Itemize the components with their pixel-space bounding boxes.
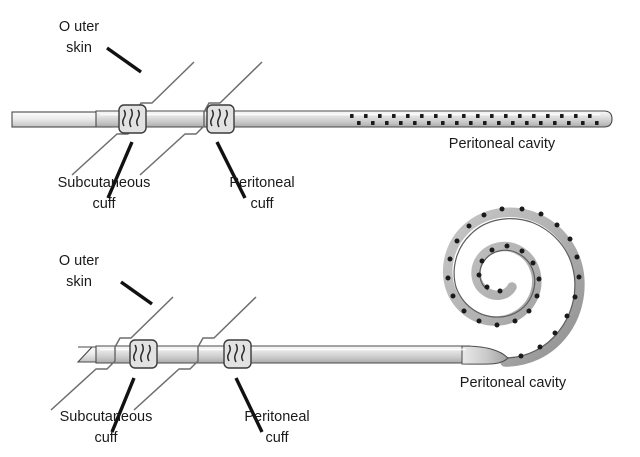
catheter-shaft bbox=[95, 110, 613, 128]
subcutaneous-cuff-top bbox=[118, 104, 147, 134]
straight-catheter-tube bbox=[11, 110, 613, 128]
peritoneal-cavity-label: Peritoneal cavity bbox=[449, 136, 556, 152]
subcutaneous-cuff-leader bbox=[106, 141, 134, 199]
outer-skin-label-line1: O uter bbox=[59, 19, 99, 35]
subcutaneous-cuff-label-line1: Subcutaneous bbox=[60, 409, 153, 425]
outer-skin-label-line1: O uter bbox=[59, 253, 99, 269]
peritoneum-plane-line bbox=[139, 61, 263, 176]
peritoneum-plane-line bbox=[133, 296, 257, 411]
peritoneal-cuff-leader bbox=[234, 377, 264, 433]
peritoneal-cuff-bottom bbox=[223, 339, 252, 369]
outer-skin-label-line2: skin bbox=[66, 40, 92, 56]
outer-skin-leader bbox=[120, 280, 153, 306]
peritoneal-cuff-label-line1: Peritoneal bbox=[229, 175, 294, 191]
outer-skin-label-line2: skin bbox=[66, 274, 92, 290]
catheter-bend bbox=[461, 345, 509, 365]
coiled-catheter-tube bbox=[76, 345, 509, 365]
peritoneal-cuff-label-line1: Peritoneal bbox=[244, 409, 309, 425]
outer-skin-plane-line bbox=[50, 296, 174, 411]
peritoneal-cavity-label: Peritoneal cavity bbox=[460, 375, 567, 391]
peritoneal-cuff-leader bbox=[215, 141, 247, 199]
catheter-coil bbox=[443, 206, 585, 367]
catheter-perforated-section bbox=[350, 114, 599, 125]
straight-catheter-diagram: O uter skin Subcutaneous cuff Peritoneal… bbox=[11, 19, 613, 212]
peritoneal-cuff-top bbox=[206, 104, 235, 134]
peritoneal-cuff-label-line2: cuff bbox=[250, 196, 274, 212]
subcutaneous-cuff-label-line2: cuff bbox=[92, 196, 116, 212]
peritoneal-cuff-label-line2: cuff bbox=[265, 430, 289, 446]
subcutaneous-cuff-bottom bbox=[129, 339, 158, 369]
subcutaneous-cuff-label-line1: Subcutaneous bbox=[58, 175, 151, 191]
coil-perforations bbox=[445, 206, 582, 359]
subcutaneous-cuff-leader bbox=[110, 377, 136, 433]
coiled-catheter-diagram: O uter skin Subcutaneous cuff Peritoneal… bbox=[50, 206, 585, 446]
outer-skin-leader bbox=[106, 46, 142, 74]
subcutaneous-cuff-label-line2: cuff bbox=[94, 430, 118, 446]
